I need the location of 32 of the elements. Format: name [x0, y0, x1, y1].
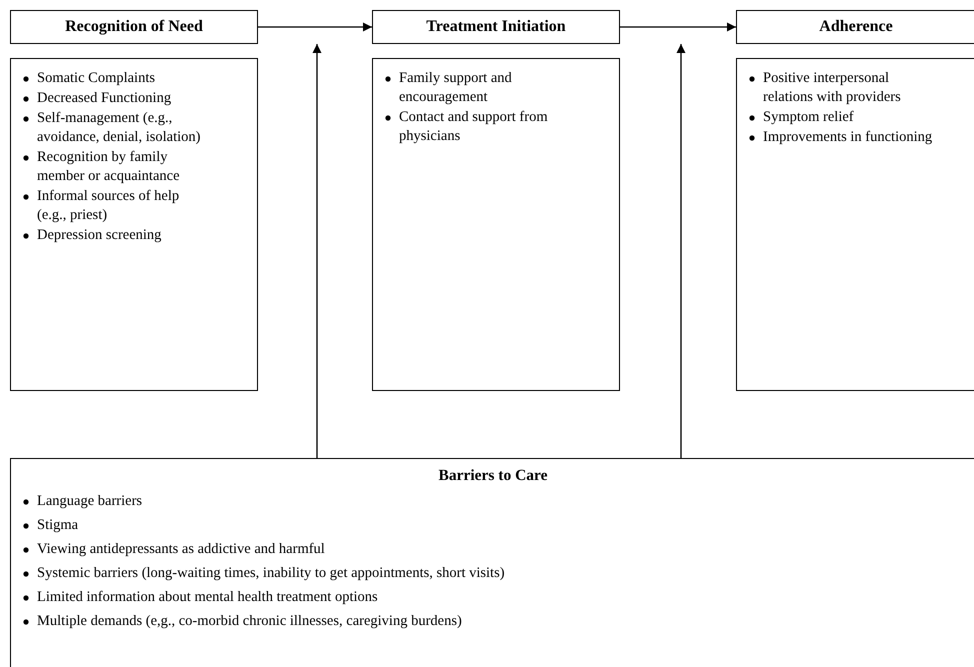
arrow [258, 22, 372, 32]
stage-title: Adherence [819, 18, 893, 36]
stage-header-box [10, 10, 258, 44]
bullet-item: Self-management (e.g., avoidance, denial, isolation) [37, 110, 200, 145]
bullet-item: Limited information about mental health treatment options [37, 589, 378, 605]
factor-list-box [10, 58, 258, 391]
barriers-box [10, 458, 974, 667]
stage-header-box [372, 10, 620, 44]
factor-list-box [372, 58, 620, 391]
box-heading: Barriers to Care [437, 467, 549, 485]
bullet-item: Stigma [37, 517, 78, 533]
bullet-item: Viewing antidepressants as addictive and harmful [37, 541, 325, 557]
bullet-item: Family support and encouragement [399, 70, 512, 105]
stage-title: Treatment Initiation [426, 18, 566, 36]
bullet-item: Language barriers [37, 493, 142, 509]
bullet-item: Somatic Complaints [37, 70, 156, 86]
bullet-item: Positive interpersonal relations with providers [763, 70, 901, 105]
bullet-item: Recognition by family member or acquaintance [37, 149, 180, 184]
bullet-item: Systemic barriers (long-waiting times, inability to get appointments, short visits) [37, 565, 505, 581]
stage-title: Recognition of Need [65, 18, 203, 36]
bullet-item: Multiple demands (e,g., co-morbid chronic illnesses, caregiving burdens) [37, 613, 462, 629]
bullet-item: Depression screening [37, 227, 162, 243]
arrow [312, 44, 322, 458]
bullet-item: Decreased Functioning [37, 90, 172, 106]
arrow [676, 44, 686, 458]
factor-list-box [736, 58, 974, 391]
bullet-item: Contact and support from physicians [399, 109, 548, 144]
arrow [620, 22, 736, 32]
bullet-item: Improvements in functioning [763, 129, 932, 145]
bullet-item: Informal sources of help (e.g., priest) [37, 188, 180, 223]
stage-header-box [736, 10, 974, 44]
bullet-item: Symptom relief [763, 109, 854, 125]
